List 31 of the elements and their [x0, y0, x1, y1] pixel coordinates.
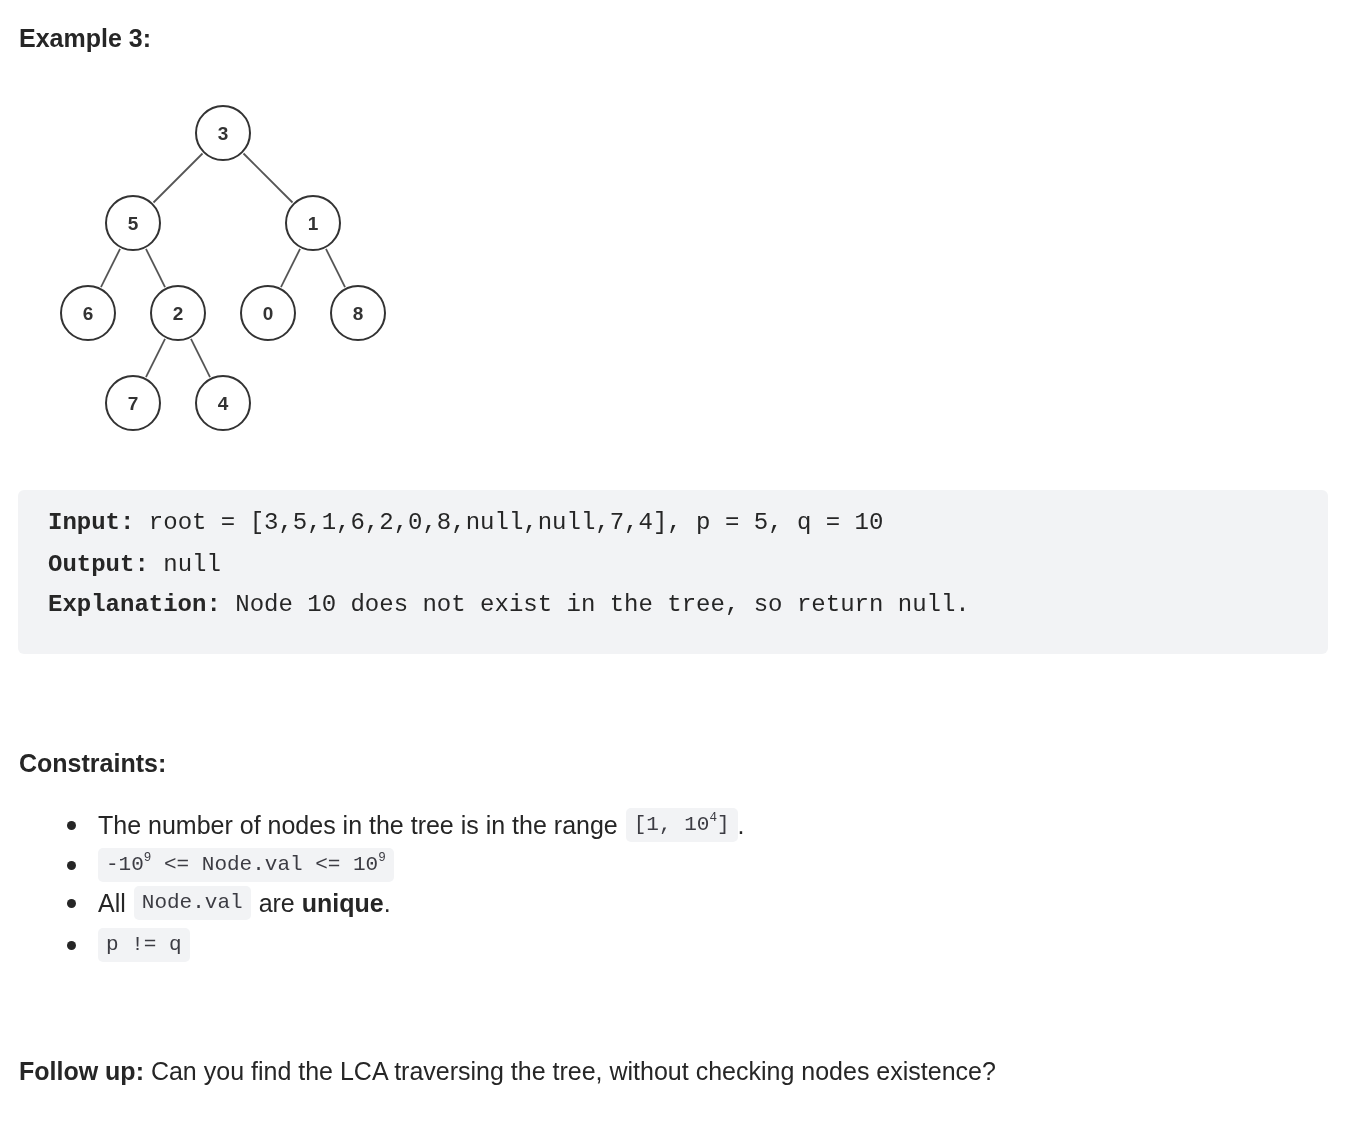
tree-node-circle: 7 [105, 375, 161, 431]
tree-edge [325, 248, 346, 288]
tree-edge [242, 152, 294, 204]
code-line: Output: null [48, 551, 221, 578]
heading: Example 3: [19, 24, 151, 53]
tree-edge [145, 338, 166, 378]
tree-edge [145, 248, 166, 288]
code-line: Explanation: Node 10 does not exist in the tree, so return null. [48, 591, 970, 618]
constraint-text: All [98, 888, 126, 918]
tree-node-circle: 5 [105, 195, 161, 251]
tree-node-circle: 3 [195, 105, 251, 161]
section-heading: Constraints: [19, 749, 167, 778]
tree-node-circle: 0 [240, 285, 296, 341]
constraint-text: . [737, 810, 745, 840]
code-line: Input: root = [3,5,1,6,2,0,8,null,null,7,4], p = 5, q = 10 [48, 509, 884, 536]
inline-code: [1, 10$^{4}$] [625, 808, 738, 842]
tree-node-circle: 2 [150, 285, 206, 341]
inline-code: p != q [98, 928, 190, 962]
constraint-text: The number of nodes in the tree is in the range [98, 810, 618, 840]
tree-node-circle: 1 [285, 195, 341, 251]
tree-edge [190, 338, 211, 378]
tree-node-circle: 4 [195, 375, 251, 431]
tree-edge [100, 248, 121, 288]
follow-up-text: Follow up: Can you find the LCA traversing the tree, without checking nodes existence? [19, 1057, 996, 1086]
tree-edge [152, 152, 204, 204]
tree-node-circle: 8 [330, 285, 386, 341]
constraint-text: are unique. [258, 888, 391, 918]
tree-edge [280, 248, 301, 288]
inline-code: Node.val [133, 886, 251, 920]
inline-code: -10$^{9}$ <= Node.val <= 10$^{9}$ [98, 848, 394, 882]
tree-node-circle: 6 [60, 285, 116, 341]
